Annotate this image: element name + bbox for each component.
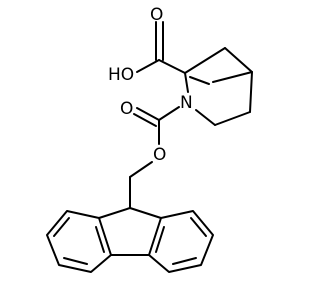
bond-ester-o-ch2 [129, 161, 153, 178]
left-ring-inner-double-3 [95, 226, 105, 253]
left-ring-inner-double-2 [63, 257, 88, 265]
left-ring-inner-double-1 [53, 217, 70, 237]
left-benzene-ring [46, 210, 112, 273]
bond-n-c3 [195, 109, 216, 126]
bond-c4-c5 [249, 71, 253, 113]
bond-c5-c7 [212, 71, 253, 83]
bond-c7-c1 [189, 76, 210, 85]
carboxylic-acid-group [136, 21, 186, 74]
bond-carbonyl-c-o-double-a [136, 107, 160, 121]
fluorene-group [46, 207, 214, 273]
carbamate-carbonyl-oxygen-label: O [120, 99, 133, 119]
nitrogen-label: N [180, 93, 193, 113]
chemical-structure-diagram: HO O N O O [46, 5, 253, 273]
carbamate-group [129, 106, 180, 209]
hydroxyl-label: HO [108, 65, 134, 85]
right-benzene-ring [148, 210, 214, 273]
ester-oxygen-label: O [153, 145, 166, 165]
bond-c5-c6 [224, 47, 253, 73]
bicyclic-ring [184, 47, 253, 126]
bond-cooh-c-oh [136, 59, 160, 73]
bond-c6-c1 [184, 47, 226, 74]
bond-c3-c4 [214, 111, 251, 126]
acid-carbonyl-oxygen-label: O [150, 5, 163, 25]
bond-bridgehead-cooh [158, 59, 186, 74]
right-ring-outline [148, 210, 214, 273]
right-ring-inner-double-3 [190, 217, 207, 237]
right-ring-inner-double-2 [172, 257, 197, 265]
bond-carbonyl-c-o-double-b [133, 113, 157, 127]
bond-n-carbonyl-c [158, 106, 180, 121]
bond-c9-right-ring [129, 207, 162, 219]
left-ring-outline [46, 210, 112, 273]
bond-c1-n [184, 72, 189, 93]
right-ring-inner-double-1 [155, 226, 165, 253]
bond-c9-left-ring [98, 207, 131, 219]
